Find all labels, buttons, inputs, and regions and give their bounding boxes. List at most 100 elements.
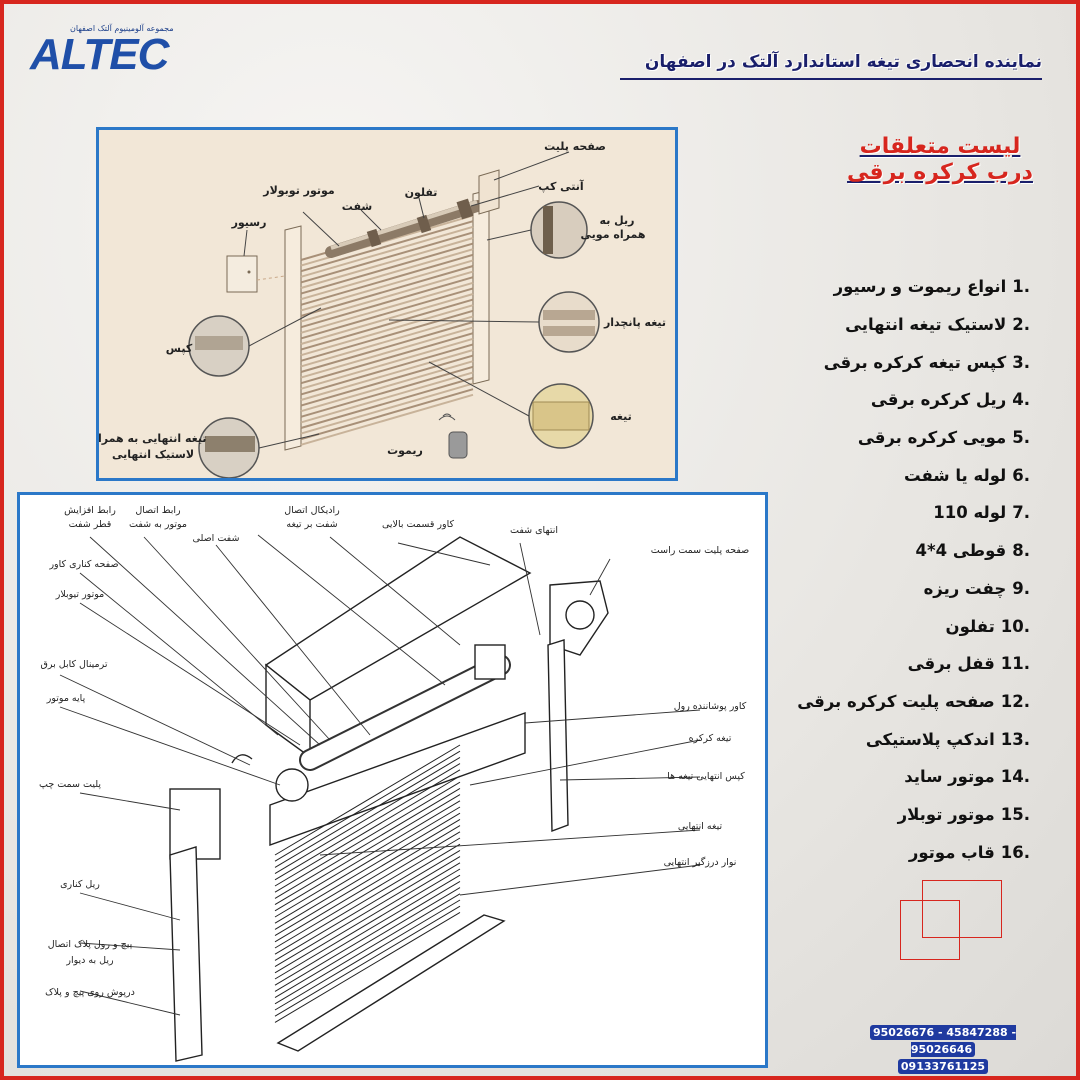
leader-line — [559, 776, 701, 781]
label-top-cover: کاور قسمت بالایی — [382, 519, 454, 530]
label-side-rail: ریل کناری — [60, 879, 100, 890]
slat — [300, 360, 474, 413]
leader-line — [143, 536, 331, 741]
perforated-blade-detail — [543, 310, 595, 320]
rail-detail — [543, 206, 553, 254]
list-item-label: قوطی 4*4 — [915, 541, 1007, 561]
slat — [274, 874, 461, 986]
list-item-label: موتور ساید — [904, 767, 995, 787]
header-underline — [620, 78, 1042, 80]
leader-line — [79, 572, 279, 736]
leader-line — [524, 709, 701, 724]
list-item: 16.قاب موتور — [790, 833, 1030, 871]
shaft-highlight — [330, 200, 478, 250]
leader-line — [215, 544, 371, 736]
label-tubular-motor: موتور توبولار — [262, 184, 334, 197]
teflon-ring-1 — [366, 228, 382, 248]
slat — [274, 825, 461, 937]
slat — [274, 781, 461, 893]
slat — [300, 326, 474, 379]
slat — [300, 270, 474, 323]
cap-detail — [195, 336, 243, 350]
perforated-blade-detail-2 — [543, 326, 595, 336]
receiver-led — [247, 270, 251, 274]
slat — [274, 849, 461, 961]
blade-detail — [532, 401, 590, 431]
slat — [300, 281, 474, 334]
list-item-number: 1. — [1012, 277, 1030, 297]
list-item-number: 5. — [1012, 428, 1030, 448]
exploded-technical-drawing: رابط افزایش قطر شفت رابط اتصال موتور به … — [17, 492, 768, 1068]
label-shaft: شفت — [342, 200, 372, 213]
slat — [274, 911, 461, 1023]
slat — [300, 225, 474, 278]
leader-line — [493, 151, 570, 181]
label-length-link-2: قطر شفت — [69, 519, 112, 530]
list-item-label: موتور توبلار — [897, 804, 995, 824]
list-item: 4. ریل کرکره برقی — [790, 381, 1030, 419]
list-item-label: مویی کرکره برقی — [857, 428, 1007, 448]
remote-device — [448, 431, 468, 459]
slat — [274, 756, 461, 868]
label-anticap: آنتی کپ — [538, 179, 584, 193]
drawing-parts — [169, 536, 609, 1062]
slat — [274, 812, 461, 924]
slat — [274, 769, 461, 881]
contact-phones: 95026676 - 45847288 - 95026646 091337611… — [838, 1024, 1048, 1075]
leader-lines — [243, 151, 570, 449]
slat — [300, 248, 474, 301]
leader-line — [397, 542, 491, 566]
leader-line — [428, 361, 530, 417]
label-perforated-blade: تیغه پانچدار — [603, 316, 666, 329]
slat — [300, 321, 474, 373]
slat — [274, 856, 461, 968]
leader-line — [59, 674, 251, 766]
label-radical-2: شفت بر تیغه — [286, 519, 337, 530]
slat — [300, 276, 474, 329]
list-item-number: 6. — [1012, 465, 1030, 485]
shutter-illustration: صفحه پلیت آنتی کپ تفلون شفت موتور توبولا… — [96, 127, 678, 481]
list-item-number: 12. — [1000, 691, 1030, 711]
slat — [300, 293, 474, 345]
slat — [274, 831, 461, 943]
end-blade-detail — [205, 436, 255, 452]
label-tubular-motor: موتور تیوبلار — [55, 589, 104, 600]
label-screw-plug-line1: پیچ و رول پلاک اتصال — [48, 939, 133, 950]
list-item-number: 7. — [1012, 503, 1030, 523]
list-item-label: لوله یا شفت — [904, 465, 1007, 485]
slat — [274, 800, 461, 912]
leader-line — [79, 892, 181, 921]
slat — [274, 787, 461, 899]
shaft — [325, 200, 483, 258]
list-item-number: 16. — [1000, 842, 1030, 862]
list-item: 14. موتور ساید — [790, 758, 1030, 796]
slat — [274, 818, 461, 930]
terminal-cable — [231, 754, 253, 764]
label-length-link: رابط افزایش — [64, 505, 116, 516]
page-header: نماینده انحصاری تیغه استاندارد آلتک در ا… — [644, 52, 1042, 72]
rail-detail-circle — [530, 201, 588, 259]
leader-line — [459, 864, 701, 896]
label-end-blade-line1: تیغه انتهایی به همراه — [99, 432, 206, 445]
label-end-seal: نوار درزگیر انتهایی — [664, 856, 737, 868]
label-rail-line1: ریل به — [600, 214, 635, 227]
exploded-drawing-svg: رابط افزایش قطر شفت رابط اتصال موتور به … — [39, 505, 749, 1062]
list-item-label: لاستیک تیغه انتهایی — [845, 315, 1007, 335]
decorative-square — [900, 900, 960, 960]
left-rail-part — [169, 846, 203, 1062]
label-shutter-blade: تیغه کرکره — [689, 733, 732, 744]
list-item: 9.چفت ریزه — [790, 570, 1030, 608]
list-item: 1.انواع ریموت و رسیور — [790, 268, 1030, 306]
slat — [274, 750, 461, 862]
exploded-slats — [274, 744, 461, 1023]
slat — [300, 298, 474, 351]
slat — [300, 349, 474, 401]
list-item: 6.لوله یا شفت — [790, 456, 1030, 494]
phone-numbers: 95026676 - 45847288 - 95026646 — [869, 1025, 1017, 1057]
slat — [300, 354, 474, 407]
left-rail — [284, 225, 302, 451]
slat — [300, 253, 474, 306]
slat — [274, 887, 461, 999]
leader-line — [302, 211, 340, 247]
list-item-label: قفل برقی — [907, 654, 995, 674]
